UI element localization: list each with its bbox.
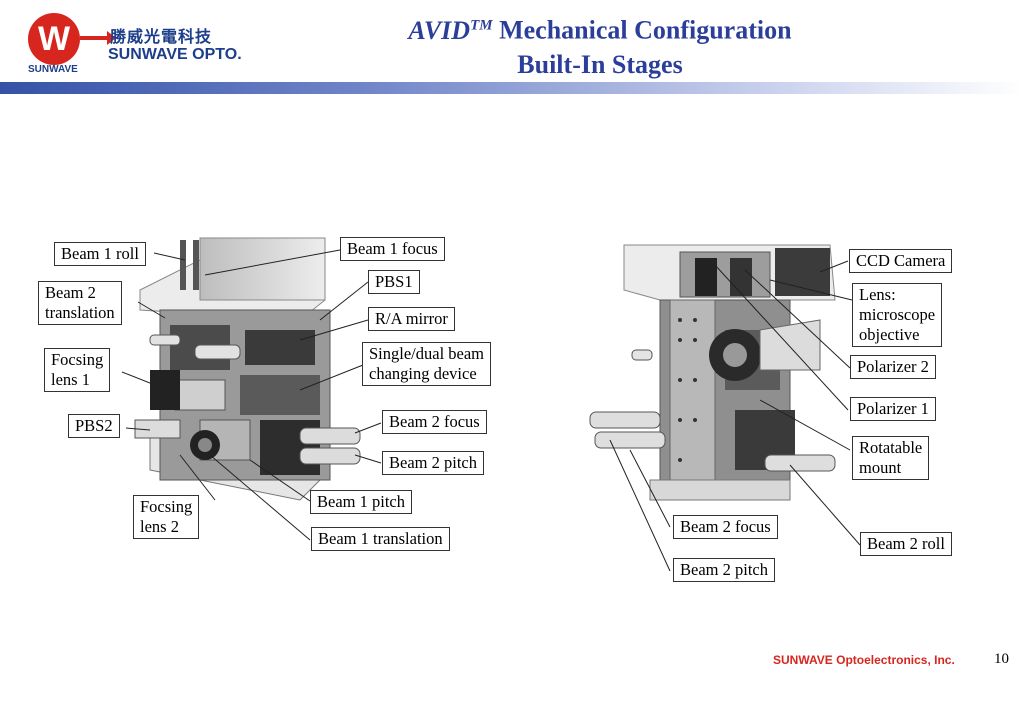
label-beam1-focus: Beam 1 focus [340, 237, 445, 261]
label-beam2-focus-left: Beam 2 focus [382, 410, 487, 434]
title-rest: Mechanical Configuration [499, 15, 792, 45]
logo-arrow-icon [80, 31, 116, 45]
logo-chinese-name: 勝威光電科技 [110, 27, 213, 46]
label-lens-objective: Lens: microscope objective [852, 283, 943, 347]
logo-english-name: SUNWAVE OPTO. [108, 46, 242, 63]
label-focusing-lens2-line1: Focsing [140, 497, 193, 516]
page-number: 10 [994, 651, 1009, 667]
label-focusing-lens1-line1: Focsing [51, 350, 104, 369]
label-ccd-camera: CCD Camera [849, 249, 953, 273]
logo-letter: W [37, 20, 71, 58]
title-brand: AVID [408, 15, 471, 45]
label-focusing-lens1-line2: lens 1 [51, 370, 90, 389]
label-pbs2: PBS2 [68, 414, 120, 438]
slide-subtitle: Built-In Stages [517, 49, 683, 79]
label-beam2-pitch-left: Beam 2 pitch [382, 451, 484, 475]
label-lens-line1: Lens: [859, 285, 896, 304]
label-polarizer1: Polarizer 1 [850, 397, 936, 421]
label-pbs1: PBS1 [368, 270, 420, 294]
title-gradient-bar [0, 82, 1023, 94]
label-beam2-focus-right: Beam 2 focus [673, 515, 778, 539]
title-trademark: TM [470, 17, 493, 33]
footer-company: SUNWAVE Optoelectronics, Inc. [773, 653, 955, 667]
label-beam-changer-line2: changing device [369, 364, 477, 383]
label-lens-line3: objective [859, 325, 920, 344]
label-beam2-translation-line2: translation [45, 303, 115, 322]
label-polarizer2: Polarizer 2 [850, 355, 936, 379]
logo-small-text: SUNWAVE [28, 64, 78, 75]
left-stage-illustration [121, 237, 382, 541]
label-rotatable-line1: Rotatable [859, 438, 923, 457]
label-focusing-lens1: Focsing lens 1 [44, 348, 111, 392]
label-rotatable-mount: Rotatable mount [852, 436, 930, 480]
logo-circle [28, 13, 80, 65]
label-beam1-roll: Beam 1 roll [54, 242, 146, 266]
company-logo: W SUNWAVE 勝威光電科技 SUNWAVE OPTO. [24, 13, 254, 77]
label-focusing-lens2-line2: lens 2 [140, 517, 179, 536]
label-lens-line2: microscope [859, 305, 936, 324]
right-stage-illustration [589, 244, 861, 572]
left-stage-figure: Beam 1 roll Beam 1 focus PBS1 Beam 2 tra… [38, 237, 492, 551]
title-line-1: AVIDTM Mechanical Configuration [300, 8, 900, 48]
label-rotatable-line2: mount [859, 458, 902, 477]
label-ra-mirror: R/A mirror [368, 307, 455, 331]
right-stage-figure: CCD Camera Lens: microscope objective Po… [520, 0, 1023, 708]
label-beam-changer: Single/dual beam changing device [362, 342, 492, 386]
label-beam1-translation: Beam 1 translation [311, 527, 450, 551]
label-beam1-pitch: Beam 1 pitch [310, 490, 412, 514]
label-beam2-translation: Beam 2 translation [38, 281, 122, 325]
label-beam2-pitch-right: Beam 2 pitch [673, 558, 775, 582]
label-beam2-translation-line1: Beam 2 [45, 283, 96, 302]
label-beam-changer-line1: Single/dual beam [369, 344, 485, 363]
label-focusing-lens2: Focsing lens 2 [133, 495, 200, 539]
slide-title: AVIDTM Mechanical Configuration Built-In… [300, 8, 900, 82]
label-beam2-roll: Beam 2 roll [860, 532, 952, 556]
